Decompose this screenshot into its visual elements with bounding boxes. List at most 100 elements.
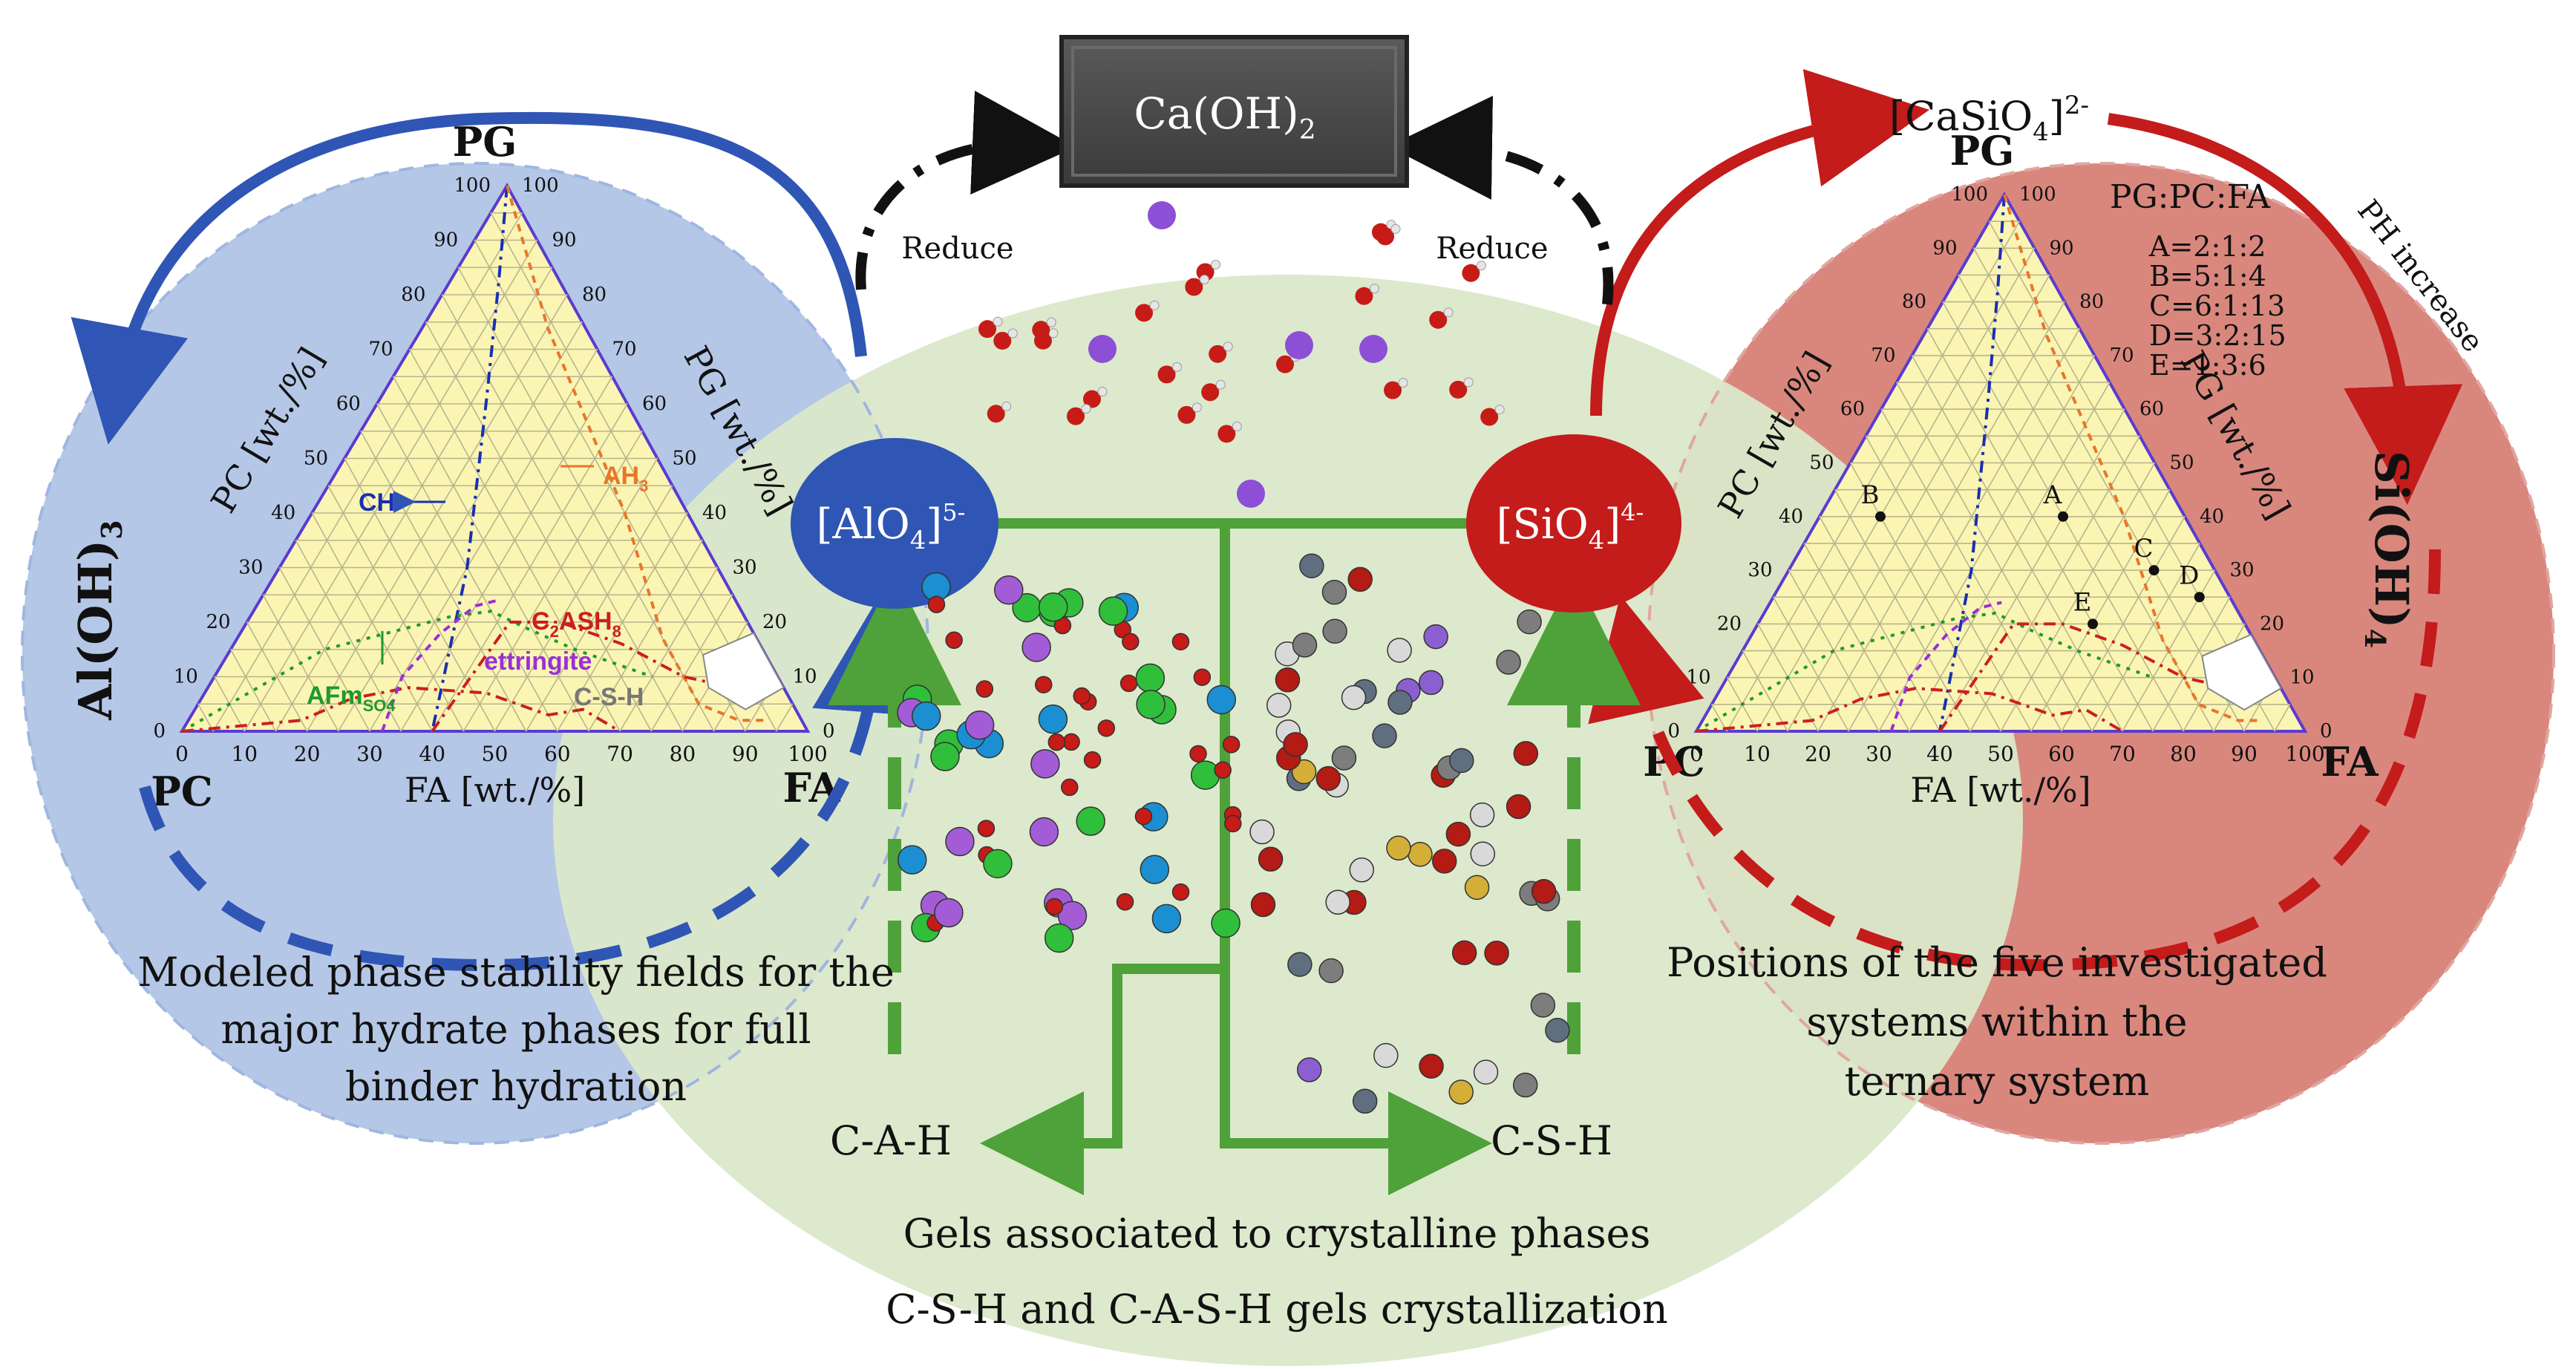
hydrogen-atom [1369,284,1379,294]
hydrogen-atom [1463,377,1474,388]
oxygen-atom [1462,264,1480,282]
atom [1134,807,1153,826]
oxygen-atom [1135,304,1154,322]
hydrogen-atom [1199,274,1209,284]
atom [964,710,995,740]
atom [1341,684,1367,710]
left-caption-line-2: major hydrate phases for full [220,1006,811,1053]
atom [983,849,1013,879]
atom [945,826,975,857]
oxygen-atom [1201,383,1220,402]
atom [1321,579,1347,605]
bottom-tick-label: 30 [1866,742,1892,766]
grid-line [1849,463,2001,732]
molecular-structures [897,201,1570,1114]
right-tick-label: 60 [2139,398,2164,420]
hydrogen-atom [1046,317,1056,327]
grid-line [1787,275,2050,732]
alo4-sub: 4 [910,526,926,555]
left-tick-label: 50 [1809,452,1834,474]
point-marker-c [2148,565,2160,576]
right-tick-label: 0 [823,720,835,742]
oxygen-atom [1276,355,1295,373]
grid-line [197,703,214,732]
left-caption-line-3: binder hydration [345,1063,687,1110]
oxygen-atom [1480,408,1499,426]
right-tick-label: 50 [2170,452,2194,474]
right-tick-label: 10 [793,666,817,688]
point-marker-d [2194,592,2205,603]
atom [1419,1053,1444,1079]
atom [1469,802,1495,828]
grid-line [588,540,703,732]
point-label-b: B [1861,480,1880,510]
grid-line [1819,516,1941,732]
atom [1258,846,1284,872]
svg-text:[SiO4]4-: [SiO4]4- [1497,498,1644,555]
phase-label-afm: AFmSO4 [307,682,396,715]
bottom-tick-label: 10 [1744,742,1771,766]
atom [1530,993,1556,1018]
hydrogen-atom [1007,328,1018,339]
left-tick-label: 0 [153,720,166,742]
right-tick-label: 50 [673,448,697,470]
hydrogen-atom [1390,223,1401,234]
point-marker-b [1875,511,1886,522]
bottom-axis-title: FA [wt./%] [1910,770,2090,810]
c2ash8-boundary-line [1938,622,2233,733]
caoh2-sub: 2 [1299,115,1316,146]
atom [1283,732,1308,757]
left-tick-label: 20 [1717,612,1742,635]
grid-line [1803,543,1910,732]
svg-text:[AlO4]5-: [AlO4]5- [817,498,966,555]
bottom-tick-label: 0 [175,742,189,766]
c2ash8-boundary-line [431,621,734,733]
atom [1266,693,1292,718]
oxygen-atom [978,320,997,339]
oxygen-atom [1157,365,1176,384]
alo4-main: [AlO [817,500,910,549]
ah3-boundary-line [506,185,765,722]
hydrogen-atom [1223,342,1233,352]
sioh4-main: Si(OH) [2364,451,2419,629]
atom [1387,690,1413,715]
bottom-tick-label: 20 [1805,742,1831,766]
grid-line [229,649,277,732]
right-tick-label: 70 [612,339,637,361]
hydrogen-atom [1211,259,1221,269]
caoh2-box: Ca(OH)2 [1059,35,1409,188]
atom [1470,841,1496,866]
point-label-d: D [2179,561,2199,590]
grid-line [650,594,733,732]
legend-entry: B=5:1:4 [2149,260,2266,293]
aloh3-label: Al(OH)3 [68,520,128,720]
bottom-tick-label: 40 [419,742,445,766]
bottom-tick-label: 60 [544,742,571,766]
oxygen-atom [1185,278,1203,296]
bottom-caption-line-1: Gels associated to crystalline phases [903,1210,1651,1257]
grid-line [776,703,794,732]
grid-line [1958,275,2214,732]
left-tick-label: 70 [369,339,393,361]
sio4-sup: 4- [1621,498,1644,526]
point-marker-e [2088,618,2098,630]
sioh4-sub: 4 [2358,629,2392,648]
phase-label-ah3: AH3 [603,462,648,495]
grid-line [295,540,402,732]
sio4-tail: ] [1604,500,1621,549]
atom [1038,704,1068,734]
atom [1451,940,1477,966]
oxygen-atom [1355,287,1373,305]
hydrogen-atom [1398,378,1408,388]
left-tick-label: 0 [1667,720,1680,742]
atom [1035,676,1053,693]
right-tick-label: 60 [642,393,667,415]
bottom-tick-label: 70 [2109,742,2136,766]
atom [1030,749,1060,779]
calcium-atom [1088,335,1117,363]
hydrogen-atom [1191,402,1202,413]
atom [1206,684,1237,715]
atom [994,575,1024,605]
left-tick-label: 80 [401,284,425,306]
